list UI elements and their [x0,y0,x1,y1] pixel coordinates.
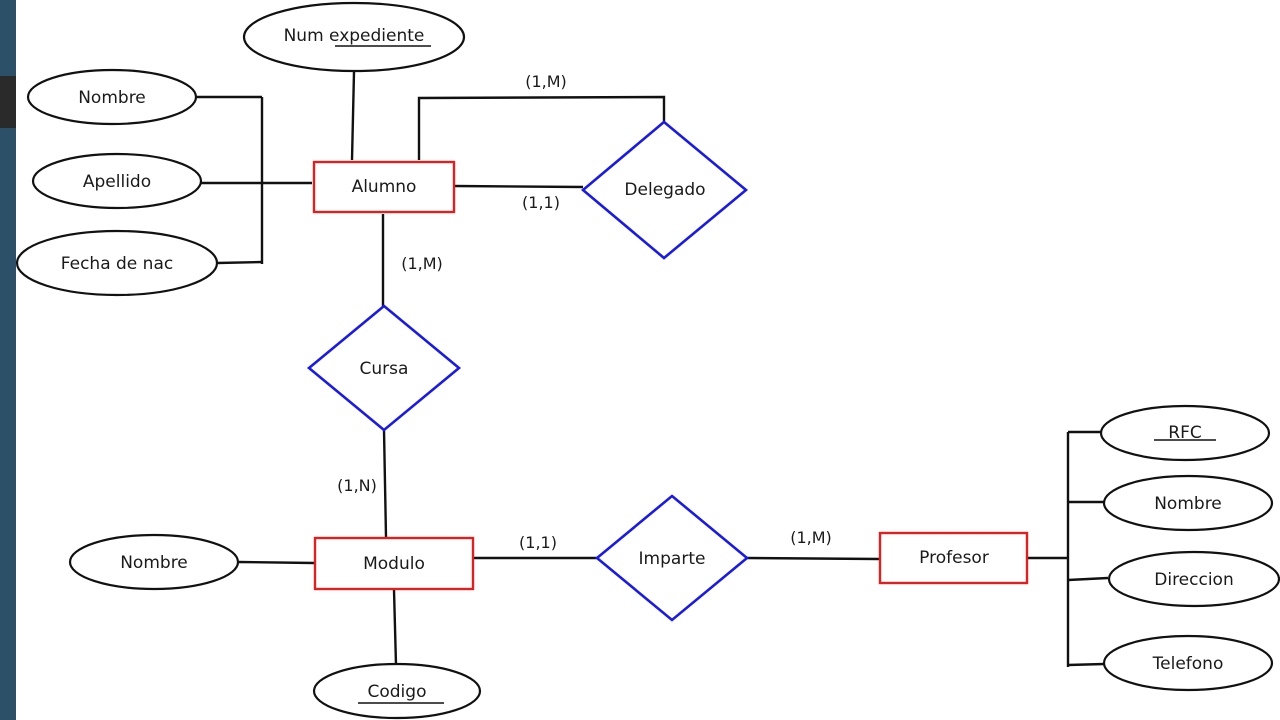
relationship-delegado: Delegado [580,120,749,260]
attribute-telefono: Telefono [1102,634,1274,692]
relationship-label: Cursa [360,359,409,379]
attribute-ellipse [1102,634,1274,692]
attribute-label: Nombre [120,553,188,573]
entity-box [313,536,475,591]
line-alumno-delegado [454,184,584,189]
attribute-apellido: Apellido [31,152,203,210]
attribute-rfc: RFC [1099,404,1271,462]
attribute-codigo: Codigo [312,662,482,720]
line-nombre-modulo [237,560,315,565]
attribute-num-expediente: Num expediente [242,1,466,73]
attribute-direccion: Direccion [1107,550,1280,608]
relationship-diamond [594,494,750,622]
entity-profesor: Profesor [878,531,1029,585]
entity-label: Profesor [919,548,989,568]
entity-box [312,160,456,214]
attribute-label: Num expediente [284,26,425,46]
line-imparte-profesor [746,556,880,561]
line-telefono [1067,662,1105,667]
line-numexp-alumno [350,71,356,161]
entity-label: Alumno [352,177,417,197]
relationship-diamond [306,304,462,432]
window-edge-tab [0,76,16,128]
attribute-ellipse [312,662,482,720]
window-edge-strip [0,0,16,720]
attribute-label: Direccion [1154,570,1233,590]
cardinality-cursa-alumno: (1,M) [401,254,443,273]
cardinality-labels: (1,M) (1,1) (1,M) (1,N) (1,1) (1,M) [337,72,832,552]
entity-box [878,531,1029,585]
attribute-label: Nombre [1154,494,1222,514]
relationship-label: Imparte [639,549,706,569]
entity-modulo: Modulo [313,536,475,591]
attribute-label: Fecha de nac [61,254,173,274]
attribute-ellipse [15,229,219,297]
attribute-ellipse [68,533,240,591]
attribute-ellipse [1102,474,1274,532]
cardinality-delegado-side: (1,1) [522,193,560,212]
relationship-label: Delegado [624,180,705,200]
cardinality-cursa-modulo: (1,N) [337,476,377,495]
line-delegado-loop [417,95,666,160]
cardinality-imparte-modulo: (1,1) [519,533,557,552]
attribute-label: RFC [1168,423,1201,443]
line-fecha-alumno [216,260,263,265]
line-cursa-modulo [382,429,388,538]
relationship-cursa: Cursa [306,304,462,432]
line-direccion [1067,576,1109,582]
attribute-ellipse [242,1,466,73]
attribute-fecha-de-nac: Fecha de nac [15,229,219,297]
attribute-label: Telefono [1152,654,1224,674]
connector-lines [195,71,1109,667]
entity-alumno: Alumno [312,160,456,214]
attribute-ellipse [1107,550,1280,608]
attribute-label: Nombre [78,88,146,108]
line-codigo-modulo [392,589,398,666]
relationship-diamond [580,120,749,260]
cardinality-imparte-profesor: (1,M) [790,528,832,547]
attribute-nombre-alumno: Nombre [26,68,198,126]
attribute-label: Codigo [368,682,427,702]
cardinality-delegado-top: (1,M) [525,72,567,91]
attribute-ellipse [26,68,198,126]
entity-label: Modulo [363,554,425,574]
attribute-ellipse [1099,404,1271,462]
attribute-nombre-modulo: Nombre [68,533,240,591]
relationship-imparte: Imparte [594,494,750,622]
attribute-label: Apellido [83,172,151,192]
attribute-nombre-profesor: Nombre [1102,474,1274,532]
attribute-ellipse [31,152,203,210]
